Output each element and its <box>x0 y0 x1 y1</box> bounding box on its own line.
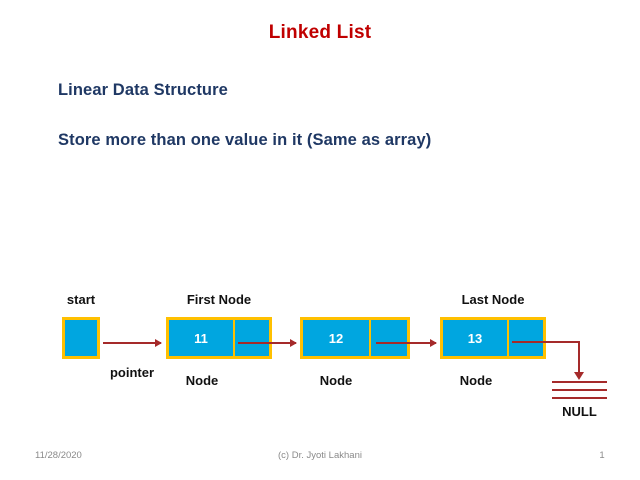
node-2-pointer-cell <box>371 320 407 356</box>
ground-symbol-line-2 <box>552 389 607 391</box>
label-null: NULL <box>562 404 597 419</box>
list-node-1: 11 <box>166 317 272 359</box>
start-pointer-box <box>62 317 100 359</box>
list-node-2: 12 <box>300 317 410 359</box>
footer-date: 11/28/2020 <box>35 450 82 461</box>
node-3-pointer-cell <box>509 320 543 356</box>
node-1-pointer-cell <box>235 320 269 356</box>
node-1-value: 11 <box>169 320 233 356</box>
label-last-node: Last Node <box>461 292 525 307</box>
label-node-caption-1: Node <box>185 373 219 388</box>
ground-symbol-line-1 <box>552 381 607 383</box>
label-node-caption-3: Node <box>459 373 493 388</box>
footer-copyright: (c) Dr. Jyoti Lakhani <box>278 450 362 461</box>
null-pointer-line-horizontal <box>512 341 580 343</box>
node-3-value: 13 <box>443 320 507 356</box>
list-node-3: 13 <box>440 317 546 359</box>
footer-page-number: 1 <box>599 450 605 461</box>
ground-symbol-line-3 <box>552 397 607 399</box>
body-line-store-more-than-one-value: Store more than one value in it (Same as… <box>58 131 432 149</box>
arrow-node1-to-node2 <box>238 339 297 347</box>
label-pointer: pointer <box>109 365 155 380</box>
null-pointer-arrow-down <box>574 341 584 380</box>
label-first-node: First Node <box>186 292 252 307</box>
page-title: Linked List <box>268 22 372 43</box>
arrow-node2-to-node3 <box>376 339 437 347</box>
label-node-caption-2: Node <box>319 373 353 388</box>
label-start: start <box>66 292 96 307</box>
node-2-value: 12 <box>303 320 369 356</box>
arrow-start-to-first-node <box>103 339 162 347</box>
body-line-linear-data-structure: Linear Data Structure <box>58 81 228 99</box>
